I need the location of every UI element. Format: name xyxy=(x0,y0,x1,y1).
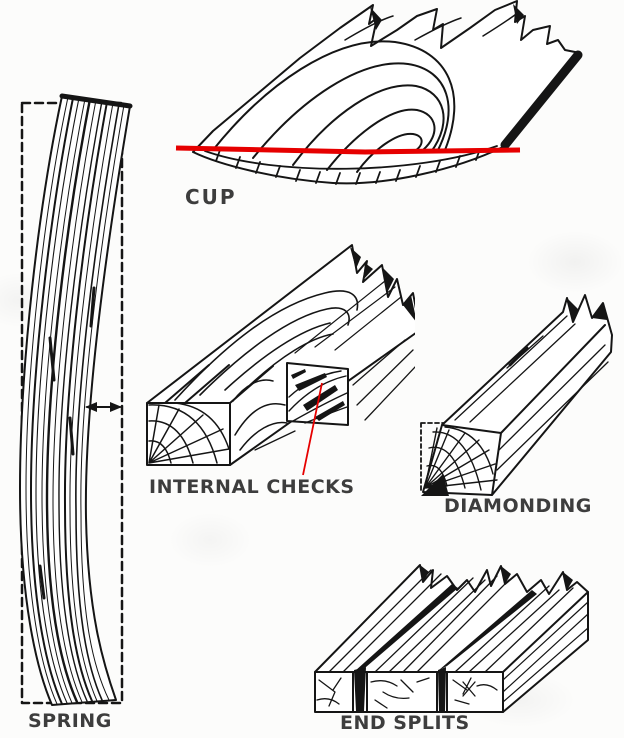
cup-board-illustration xyxy=(175,0,583,185)
end-grain-cracks xyxy=(316,677,498,709)
cup-red-reference-line xyxy=(175,145,521,155)
wood-grain-lines xyxy=(25,96,125,705)
side-face-grain xyxy=(254,339,415,451)
label-diamonding: DIAMONDING xyxy=(444,495,592,517)
spring-board-illustration xyxy=(19,93,133,706)
end-splits-illustration xyxy=(314,564,589,713)
diamonding-illustration xyxy=(420,294,613,496)
spring-dimension-arrow xyxy=(85,402,122,412)
internal-checks-illustration xyxy=(146,244,415,476)
label-cup: CUP xyxy=(185,185,237,209)
notch-dip-grain xyxy=(232,379,288,451)
label-end-splits: END SPLITS xyxy=(340,712,470,734)
jagged-end-tips xyxy=(567,298,607,322)
end-face-divisions xyxy=(352,671,448,713)
end-grain-fan xyxy=(424,426,498,491)
notched-board-outline xyxy=(146,244,415,466)
end-split-gaps xyxy=(354,667,446,711)
diamonded-strip-outline xyxy=(422,294,613,496)
cupped-face-segments xyxy=(204,145,498,185)
dark-board-edge xyxy=(500,50,583,150)
label-internal-checks: INTERNAL CHECKS xyxy=(149,476,355,498)
pith-corner-wedge xyxy=(421,474,449,496)
internal-check-cracks xyxy=(291,369,345,421)
label-spring: SPRING xyxy=(28,710,112,732)
end-grain-web xyxy=(148,402,230,464)
cup-board-outline xyxy=(192,0,583,185)
internal-checks-red-pointer xyxy=(302,382,323,476)
jagged-end-tips xyxy=(350,247,415,321)
strip-grain-lines xyxy=(454,315,609,471)
internal-check-face xyxy=(286,362,349,426)
face-and-ridge-edges xyxy=(441,324,606,496)
side-face-grain xyxy=(502,601,589,703)
growth-rings xyxy=(212,11,520,173)
top-face-grain xyxy=(328,569,574,673)
